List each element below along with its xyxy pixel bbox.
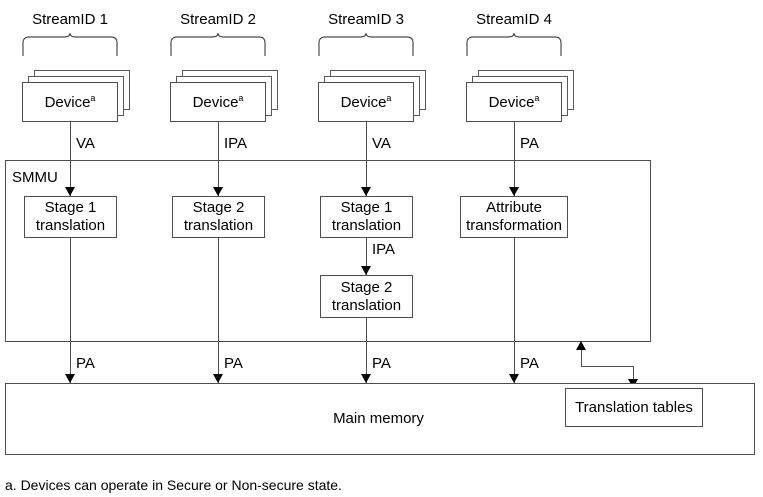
- stage-to-memory-line-2: [218, 238, 219, 383]
- device-to-stage-arrow-1: [65, 187, 75, 196]
- device-to-stage-arrow-3: [361, 187, 371, 196]
- device-to-smmu-line-2: [218, 122, 219, 196]
- stage-box-3-2[interactable]: Stage 2 translation: [320, 275, 413, 318]
- stage1-to-stage2-arrow-3: [361, 266, 371, 275]
- stage-to-memory-line-4: [514, 238, 515, 383]
- stage1-to-stage2-line-3: [366, 238, 367, 275]
- device-box-3[interactable]: Devicea: [318, 82, 414, 122]
- device-label-3: Devicea: [340, 93, 392, 111]
- footnote-text: a. Devices can operate in Secure or Non-…: [5, 477, 342, 493]
- stage-to-memory-line-3: [366, 318, 367, 383]
- translation-tables-label: Translation tables: [575, 398, 693, 416]
- streamid-label-4: StreamID 4: [476, 11, 552, 28]
- device-box-4[interactable]: Devicea: [466, 82, 562, 122]
- streamid-label-3: StreamID 3: [328, 11, 404, 28]
- flow-label-output-4: PA: [520, 355, 539, 372]
- smmu-border-top: [5, 160, 651, 161]
- stage-box-label-2-1: Stage 2 translation: [183, 199, 254, 234]
- flow-label-input-4: PA: [520, 135, 539, 152]
- stage-box-1-1[interactable]: Stage 1 translation: [24, 196, 117, 238]
- memory-arrow-4: [509, 374, 519, 383]
- smmu-border-right: [650, 160, 651, 342]
- streamid-label-2: StreamID 2: [180, 11, 256, 28]
- flow-label-output-1: PA: [76, 355, 95, 372]
- memory-arrow-3: [361, 374, 371, 383]
- flow-label-input-2: IPA: [224, 135, 248, 152]
- streamid-label-1: StreamID 1: [32, 11, 108, 28]
- device-label-2: Devicea: [192, 93, 244, 111]
- flow-label-intermediate-3: IPA: [372, 241, 396, 258]
- device-box-2[interactable]: Devicea: [170, 82, 266, 122]
- stream-brace-1: [22, 32, 118, 56]
- flow-label-output-2: PA: [224, 355, 243, 372]
- translation-tables-to-smmu-arrow: [576, 341, 586, 350]
- flow-label-input-1: VA: [76, 135, 95, 152]
- translation-tables-connector-line: [581, 366, 634, 367]
- memory-arrow-2: [213, 374, 223, 383]
- device-label-4: Devicea: [488, 93, 540, 111]
- stream-brace-4: [466, 32, 562, 56]
- device-to-stage-arrow-4: [509, 187, 519, 196]
- device-to-smmu-line-4: [514, 122, 515, 196]
- smmu-border-bottom: [5, 341, 651, 342]
- stage-box-3-1[interactable]: Stage 1 translation: [320, 196, 413, 238]
- device-to-smmu-line-3: [366, 122, 367, 196]
- translation-tables-up-line: [581, 350, 582, 366]
- device-to-stage-arrow-2: [213, 187, 223, 196]
- flow-label-output-3: PA: [372, 355, 391, 372]
- stream-brace-2: [170, 32, 266, 56]
- translation-tables-down-line: [633, 366, 634, 380]
- device-box-1[interactable]: Devicea: [22, 82, 118, 122]
- device-to-smmu-line-1: [70, 122, 71, 196]
- stage-box-label-4-1: Attribute transformation: [466, 199, 562, 234]
- device-label-1: Devicea: [44, 93, 96, 111]
- main-memory-label: Main memory: [333, 410, 424, 427]
- flow-label-input-3: VA: [372, 135, 391, 152]
- stage-box-label-3-1: Stage 1 translation: [331, 199, 402, 234]
- smmu-border-left: [5, 160, 6, 342]
- stage-box-label-1-1: Stage 1 translation: [35, 199, 106, 234]
- translation-tables-box[interactable]: Translation tables: [565, 388, 703, 427]
- stage-box-2-1[interactable]: Stage 2 translation: [172, 196, 265, 238]
- memory-arrow-1: [65, 374, 75, 383]
- stream-brace-3: [318, 32, 414, 56]
- stage-box-label-3-2: Stage 2 translation: [331, 278, 402, 314]
- stage-to-memory-line-1: [70, 238, 71, 383]
- stage-box-4-1[interactable]: Attribute transformation: [460, 196, 568, 238]
- smmu-label: SMMU: [12, 169, 58, 186]
